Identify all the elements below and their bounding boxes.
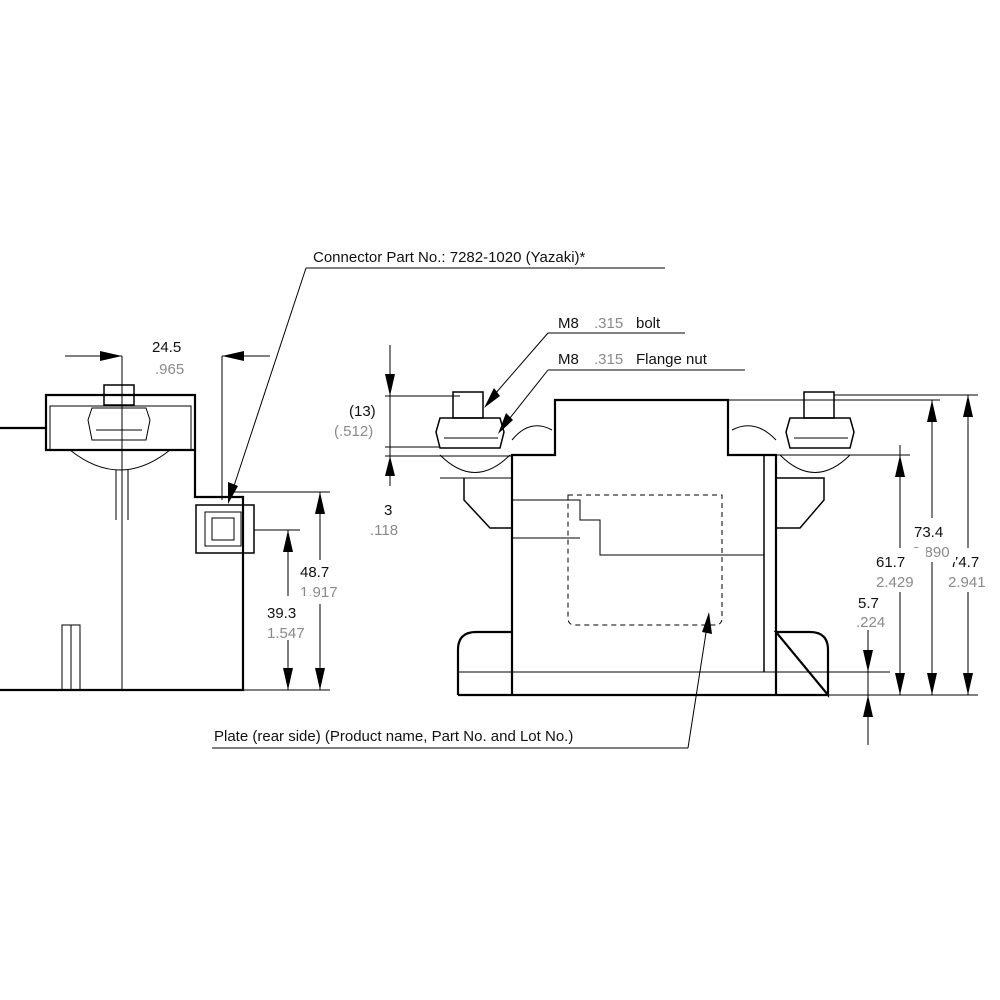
front-view-body bbox=[510, 398, 778, 695]
dim-61-7-label-bg bbox=[874, 548, 926, 592]
bolt-callout-leader bbox=[487, 332, 549, 403]
dim-61-7-inch: 2.429 bbox=[876, 574, 914, 591]
front-view-right-terminal bbox=[776, 477, 825, 529]
rear-plate-outline bbox=[567, 494, 723, 626]
dim-74-7-arrow-bottom bbox=[963, 673, 973, 695]
dim-5-7-arrow-top bbox=[863, 650, 873, 672]
dim-3-arrow bbox=[385, 456, 395, 476]
front-view-internal-slot bbox=[512, 499, 764, 556]
dim-39-3-label-bg bbox=[262, 596, 312, 640]
dim-48-7-mm: 48.7 bbox=[300, 564, 329, 581]
bolt-callout-inch: .315 bbox=[594, 315, 623, 332]
connector-callout-text: Connector Part No.: 7282-1020 (Yazaki)* bbox=[313, 249, 586, 266]
dim-3: 3 .118 bbox=[370, 447, 512, 539]
dim-48-7: 48.7 1.917 bbox=[228, 491, 348, 691]
dim-3-mm: 3 bbox=[384, 502, 392, 519]
dim-24-5-arrow-left bbox=[100, 351, 122, 361]
dim-61-7-arrow-top bbox=[895, 455, 905, 477]
dim-5-7-inch: .224 bbox=[856, 614, 885, 631]
connector-inner bbox=[204, 511, 242, 547]
dim-73-4-arrow-bottom bbox=[927, 673, 937, 695]
bolt-callout-arrow bbox=[484, 388, 500, 408]
dim-73-4-arrow-top bbox=[927, 400, 937, 422]
connector-callout: Connector Part No.: 7282-1020 (Yazaki)* bbox=[228, 249, 665, 504]
front-view-base-left bbox=[456, 630, 512, 695]
dim-13-mm: (13) bbox=[349, 403, 376, 420]
nut-callout-inch: .315 bbox=[594, 351, 623, 368]
dim-74-7-arrow-top bbox=[963, 395, 973, 417]
dim-5-7-arrow-bottom bbox=[863, 695, 873, 717]
dim-24-5: 24.5 .965 bbox=[65, 339, 270, 500]
connector-body bbox=[195, 504, 255, 554]
plate-callout-text: Plate (rear side) (Product name, Part No… bbox=[214, 728, 573, 745]
side-view-washer bbox=[69, 449, 171, 471]
dim-right bbox=[728, 394, 978, 696]
left-clip bbox=[511, 425, 553, 441]
left-flange-nut bbox=[435, 417, 505, 449]
dim-5-7: 5.7 .224 bbox=[856, 595, 885, 745]
side-view-nut bbox=[87, 407, 151, 441]
front-view-left-terminal bbox=[463, 478, 512, 529]
side-view bbox=[0, 360, 255, 692]
front-view bbox=[435, 391, 855, 699]
dim-24-5-mm: 24.5 bbox=[152, 339, 181, 356]
plate-callout-arrow bbox=[702, 612, 712, 634]
side-view-cap bbox=[44, 393, 197, 450]
dim-73-4-mm: 73.4 bbox=[914, 524, 943, 541]
dim-39-3-arrow-bottom bbox=[283, 668, 293, 690]
dim-74-7-inch: 2.941 bbox=[948, 574, 986, 591]
right-bolt bbox=[803, 391, 835, 419]
dim-39-3-inch: 1.547 bbox=[267, 625, 305, 642]
right-clip bbox=[731, 425, 777, 441]
connector-callout-arrow bbox=[228, 482, 238, 504]
nut-callout: M8 .315 Flange nut bbox=[498, 351, 745, 434]
nut-callout-suffix: Flange nut bbox=[636, 351, 708, 368]
dim-61-7: 61.7 2.429 bbox=[874, 445, 926, 695]
dim-74-7-mm: 74.7 bbox=[950, 554, 979, 571]
side-view-body bbox=[0, 426, 245, 692]
bolt-callout: M8 .315 bolt bbox=[484, 315, 685, 408]
dim-39-3-mm: 39.3 bbox=[267, 605, 296, 622]
dim-13-arrow bbox=[385, 374, 395, 396]
dim-13: (13) (.512) bbox=[334, 345, 460, 448]
nut-callout-prefix: M8 bbox=[558, 351, 579, 368]
connector-pin bbox=[211, 517, 235, 541]
right-flange-nut bbox=[785, 417, 855, 449]
plate-callout-leader bbox=[687, 619, 709, 749]
dim-24-5-inch: .965 bbox=[155, 361, 184, 378]
dim-24-5-arrow-right bbox=[222, 351, 244, 361]
connector-callout-leader bbox=[229, 267, 307, 499]
dim-13-inch: (.512) bbox=[334, 423, 373, 440]
plate-callout: Plate (rear side) (Product name, Part No… bbox=[212, 612, 712, 749]
dim-61-7-arrow-bottom bbox=[895, 673, 905, 695]
dim-48-7-arrow-bottom bbox=[315, 668, 325, 690]
front-view-base-right bbox=[773, 630, 830, 699]
front-view-left-washer bbox=[439, 454, 511, 473]
dim-39-3-arrow-top bbox=[283, 530, 293, 552]
side-view-bolt bbox=[103, 384, 135, 406]
dim-61-7-mm: 61.7 bbox=[876, 554, 905, 571]
dim-3-inch: .118 bbox=[370, 522, 398, 539]
side-view-cap-inner bbox=[49, 405, 192, 451]
bolt-callout-suffix: bolt bbox=[636, 315, 661, 332]
dim-48-7-arrow-top bbox=[315, 492, 325, 514]
front-view-right-washer bbox=[779, 454, 851, 473]
dim-73-4: 73.4 2.890 bbox=[910, 400, 956, 695]
nut-callout-arrow bbox=[498, 413, 513, 434]
dim-74-7: 74.7 2.941 bbox=[946, 395, 1000, 695]
dim-39-3: 39.3 1.547 bbox=[254, 529, 312, 690]
bolt-callout-prefix: M8 bbox=[558, 315, 579, 332]
dim-5-7-mm: 5.7 bbox=[858, 595, 879, 612]
